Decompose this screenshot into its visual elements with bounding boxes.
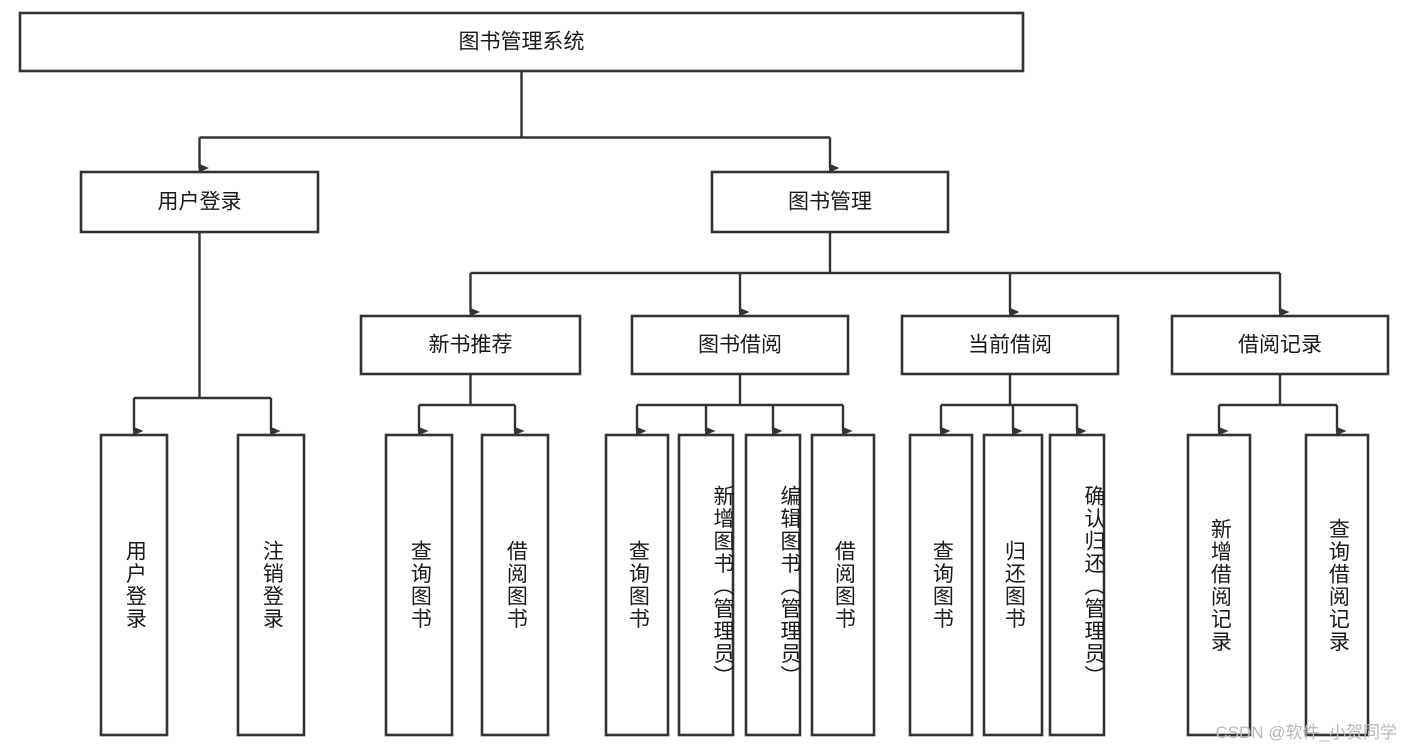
node-book-manage-label: 图书管理	[788, 191, 872, 214]
node-borrow-record-box[interactable]	[1170, 314, 1390, 376]
node-user-login-box[interactable]	[79, 170, 320, 234]
leaf-box-add-book-admin[interactable]	[677, 433, 735, 737]
leaf-box-edit-book-admin[interactable]	[744, 433, 802, 737]
leaf-box-group	[99, 433, 1370, 737]
leaf-box-user-login[interactable]	[99, 433, 169, 737]
connector-group-new-book-rec	[417, 374, 525, 436]
watermark-text: CSDN @软件_小贺同学	[1215, 723, 1397, 742]
leaf-box-query-book-rec[interactable]	[384, 433, 454, 737]
connector-group-book-borrow	[635, 374, 853, 436]
node-book-borrow-label: 图书借阅	[698, 334, 782, 357]
node-borrow-record-label: 借阅记录	[1238, 334, 1322, 357]
node-current-borrow-box[interactable]	[900, 314, 1120, 376]
node-user-login-label: 用户登录	[158, 191, 242, 214]
node-book-manage-box[interactable]	[710, 170, 950, 234]
node-new-book-rec-box[interactable]	[359, 314, 582, 376]
leaf-box-add-borrow-record[interactable]	[1186, 433, 1252, 737]
leaf-box-query-borrow-record[interactable]	[1304, 433, 1370, 737]
leaf-box-query-book-current[interactable]	[908, 433, 974, 737]
leaf-box-query-book-borrow[interactable]	[604, 433, 670, 737]
connector-group-current-borrow	[939, 374, 1087, 436]
connector-group-borrow-record	[1217, 374, 1347, 436]
leaf-box-borrow-book-rec[interactable]	[480, 433, 550, 737]
leaf-box-logout[interactable]	[236, 433, 306, 737]
connector-group-user-login	[132, 232, 281, 436]
node-root-box[interactable]	[18, 11, 1025, 73]
connector-group-book-manage	[469, 232, 1290, 317]
node-book-borrow-box[interactable]	[630, 314, 850, 376]
connector-group-root	[198, 71, 840, 173]
node-new-book-rec-label: 新书推荐	[429, 334, 513, 357]
node-root-label: 图书管理系统	[459, 31, 585, 54]
leaf-box-borrow-book[interactable]	[810, 433, 876, 737]
leaf-box-confirm-return-admin[interactable]	[1048, 433, 1106, 737]
node-current-borrow-label: 当前借阅	[968, 334, 1052, 357]
leaf-box-return-book[interactable]	[982, 433, 1044, 737]
